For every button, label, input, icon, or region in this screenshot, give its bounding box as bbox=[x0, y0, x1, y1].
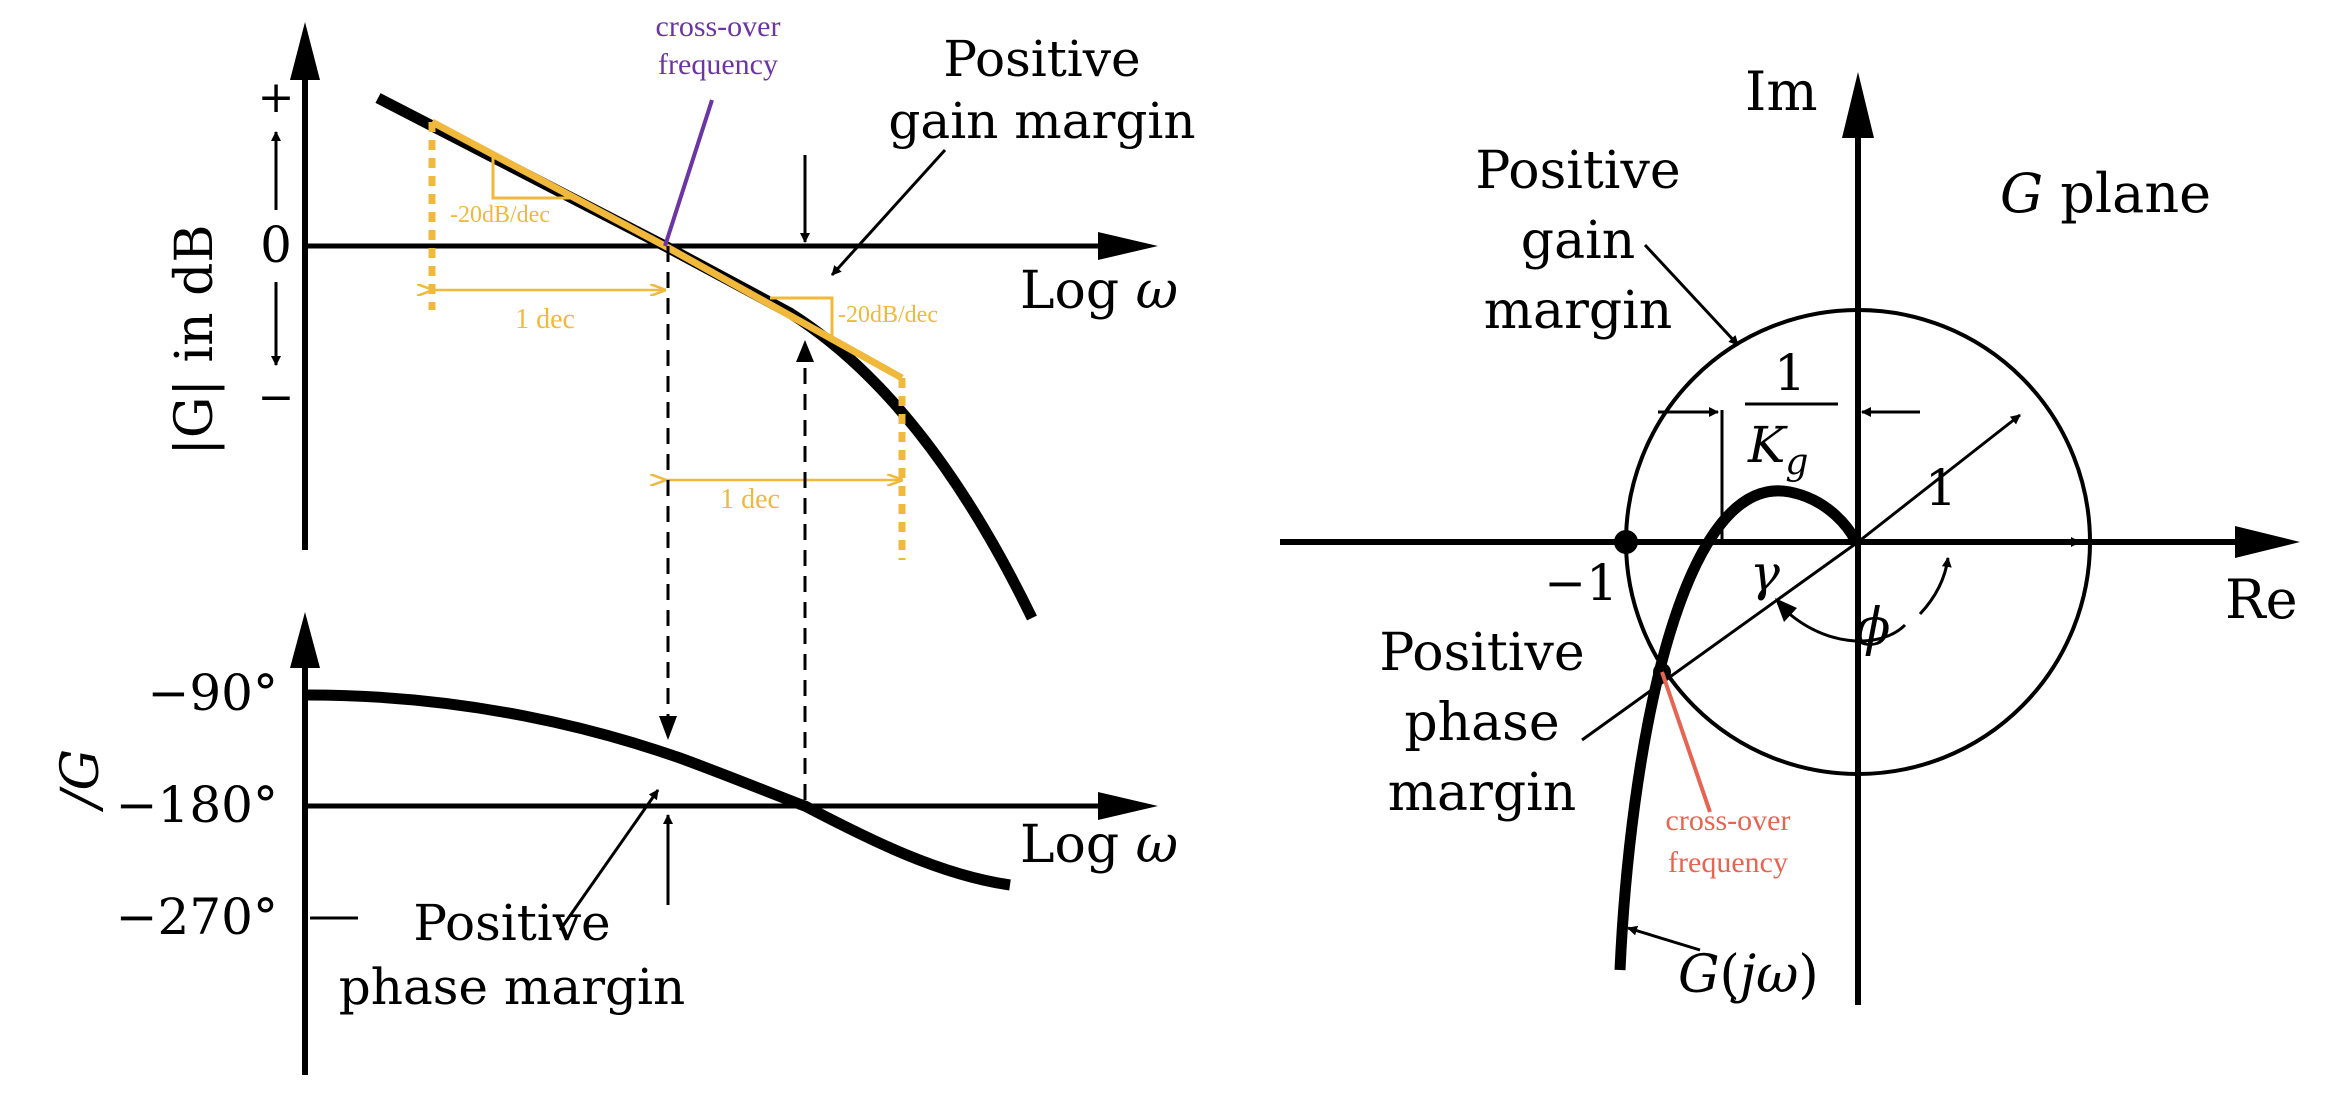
gain-margin-label-bode-1: Positive bbox=[943, 30, 1140, 88]
minus-one-point bbox=[1614, 530, 1638, 554]
gain-margin-pointer-bode bbox=[830, 148, 947, 277]
crossover-pointer-nyquist bbox=[1660, 671, 1712, 813]
phase-tick-label-270: −270° bbox=[116, 888, 278, 946]
phase-margin-label-nyquist-1: Positive bbox=[1379, 623, 1584, 683]
phase-curve bbox=[307, 689, 1011, 891]
phase-tick-label-180: −180° bbox=[116, 776, 278, 834]
phi-arc-upper bbox=[1918, 557, 1952, 616]
phase-x-axis-label: Log ω bbox=[1020, 815, 1178, 875]
phase-margin-label-bode-1: Positive bbox=[413, 894, 610, 952]
re-axis-label: Re bbox=[2225, 568, 2298, 631]
mag-minus-label: − bbox=[258, 372, 295, 423]
phase-x-axis-arrow bbox=[1098, 792, 1158, 820]
gamma-label: γ bbox=[1750, 544, 1780, 602]
phase-margin-pointer bbox=[558, 789, 660, 931]
phase-margin-line bbox=[1581, 540, 1859, 742]
phi-label: ϕ bbox=[1855, 598, 1890, 658]
slope-label-2: -20dB/dec bbox=[838, 302, 938, 328]
crossover-label-bode-2: frequency bbox=[658, 48, 778, 81]
curve-label: G(jω) bbox=[1678, 945, 1819, 1005]
nyquist-curve bbox=[1614, 485, 1860, 971]
gain-margin-label-nyquist-3: margin bbox=[1484, 281, 1673, 341]
crossover-label-nyquist-2: frequency bbox=[1668, 846, 1788, 879]
inverse-kg-numerator: 1 bbox=[1774, 344, 1806, 402]
phase-y-axis-arrow bbox=[290, 612, 320, 668]
gain-margin-bottom-arrowhead bbox=[796, 340, 814, 362]
mag-x-axis-arrow bbox=[1098, 232, 1158, 260]
phase-margin-label-nyquist-2: phase bbox=[1404, 693, 1559, 753]
crossover-projection-arrowhead bbox=[659, 716, 677, 740]
decade-label-1: 1 dec bbox=[515, 304, 575, 335]
phi-arc bbox=[1776, 601, 1907, 643]
curve-label-pointer bbox=[1627, 925, 1701, 952]
inverse-kg-denominator: Kg bbox=[1747, 416, 1808, 483]
phase-margin-label-nyquist-3: margin bbox=[1388, 763, 1577, 823]
unit-radius-arrow bbox=[1857, 413, 2021, 544]
decade-label-2: 1 dec bbox=[720, 484, 780, 515]
phase-y-axis-label: /G bbox=[51, 749, 111, 813]
mag-plus-label: + bbox=[258, 72, 295, 123]
mag-y-axis-arrow bbox=[290, 22, 320, 80]
slope-label-1: -20dB/dec bbox=[450, 202, 550, 228]
unit-radius-label: 1 bbox=[1925, 459, 1957, 517]
mag-y-axis-label: |G| in dB bbox=[165, 224, 225, 455]
crossover-label-nyquist-1: cross-over bbox=[1666, 804, 1791, 837]
bode-phase-plot: −90° −180° −270° /G Log ω Positive phase… bbox=[51, 612, 1178, 1075]
g-plane-label: G plane bbox=[2000, 162, 2211, 225]
crossover-pointer-bode bbox=[663, 99, 714, 247]
nyquist-im-axis-arrow bbox=[1842, 72, 1874, 138]
bode-magnitude-plot: + 0 − |G| in dB Log ω -20dB/dec -20dB/de… bbox=[165, 10, 1196, 800]
crossover-label-bode-1: cross-over bbox=[656, 10, 781, 43]
gain-margin-label-nyquist-1: Positive bbox=[1475, 141, 1680, 201]
svg-text:/G: /G bbox=[51, 749, 111, 813]
nyquist-plot: Im Re G plane −1 1 1 Kg Positive gain ma… bbox=[1280, 60, 2300, 1005]
phase-tick-label-90: −90° bbox=[147, 664, 278, 722]
minus-one-label: −1 bbox=[1544, 554, 1618, 612]
gain-margin-label-nyquist-2: gain bbox=[1521, 211, 1635, 271]
gain-margin-label-bode-2: gain margin bbox=[888, 92, 1195, 150]
nyquist-re-axis-arrow bbox=[2235, 526, 2300, 558]
slope-triangle-2 bbox=[770, 296, 834, 336]
mag-zero-label: 0 bbox=[260, 216, 292, 274]
im-axis-label: Im bbox=[1745, 60, 1818, 123]
mag-x-axis-label: Log ω bbox=[1020, 261, 1178, 321]
phi-arc-arrowhead-left bbox=[1775, 598, 1797, 622]
gain-margin-pointer-nyquist bbox=[1643, 243, 1740, 347]
magnitude-curve bbox=[375, 93, 1037, 621]
slope-triangle-1 bbox=[491, 155, 573, 200]
phase-margin-label-bode-2: phase margin bbox=[339, 958, 685, 1016]
